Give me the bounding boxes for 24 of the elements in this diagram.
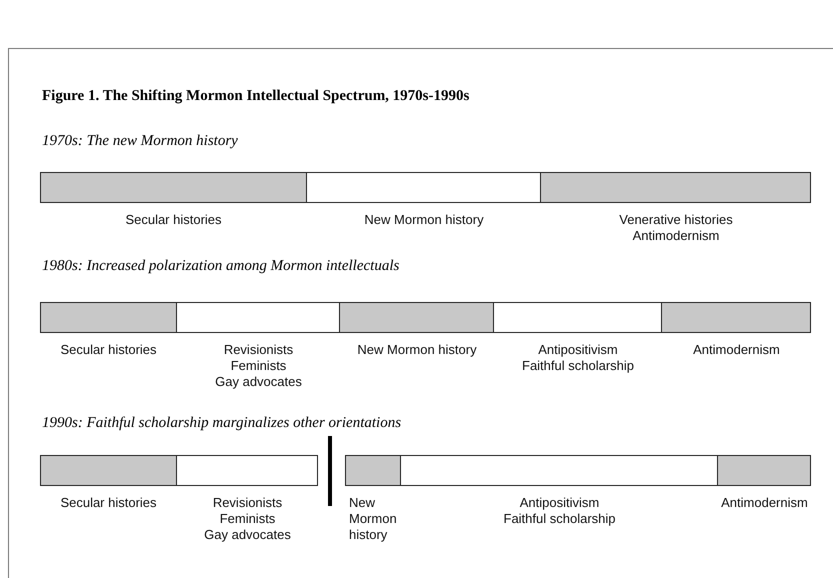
segment-label: Gay advocates bbox=[203, 527, 292, 543]
segment-label: Secular histories bbox=[59, 495, 158, 511]
period-heading: 1970s: The new Mormon history bbox=[42, 133, 238, 150]
segment-label: New Mormon history bbox=[349, 495, 398, 543]
segment-label: New Mormon history bbox=[356, 342, 478, 358]
segment-label: Antipositivism bbox=[518, 495, 600, 511]
segment-label: Faithful scholarship bbox=[502, 511, 616, 527]
segment-label: Revisionists bbox=[212, 495, 284, 511]
segment-label: Faithful scholarship bbox=[521, 358, 635, 374]
segment-label: Antimodernism bbox=[692, 342, 781, 358]
segment-label: Feminists bbox=[218, 511, 276, 527]
figure-title: Figure 1. The Shifting Mormon Intellectual Spectrum, 1970s-1990s bbox=[42, 88, 470, 105]
segment-label: Revisionists bbox=[222, 342, 294, 358]
segment-label: New Mormon history bbox=[363, 212, 485, 228]
segment-label: Antimodernism bbox=[632, 228, 720, 244]
segment-label: Secular histories bbox=[59, 342, 158, 358]
segment-label: Antimodernism bbox=[720, 495, 809, 511]
period-heading: 1990s: Faithful scholarship marginalizes other orientations bbox=[42, 415, 402, 432]
segment-label: Antipositivism bbox=[537, 342, 619, 358]
segment-label: Gay advocates bbox=[214, 374, 303, 390]
segment-label: Venerative histories bbox=[618, 212, 734, 228]
segment-label: Feminists bbox=[230, 358, 288, 374]
segment-label: Secular histories bbox=[124, 212, 223, 228]
period-heading: 1980s: Increased polarization among Mormon intellectuals bbox=[42, 258, 400, 275]
